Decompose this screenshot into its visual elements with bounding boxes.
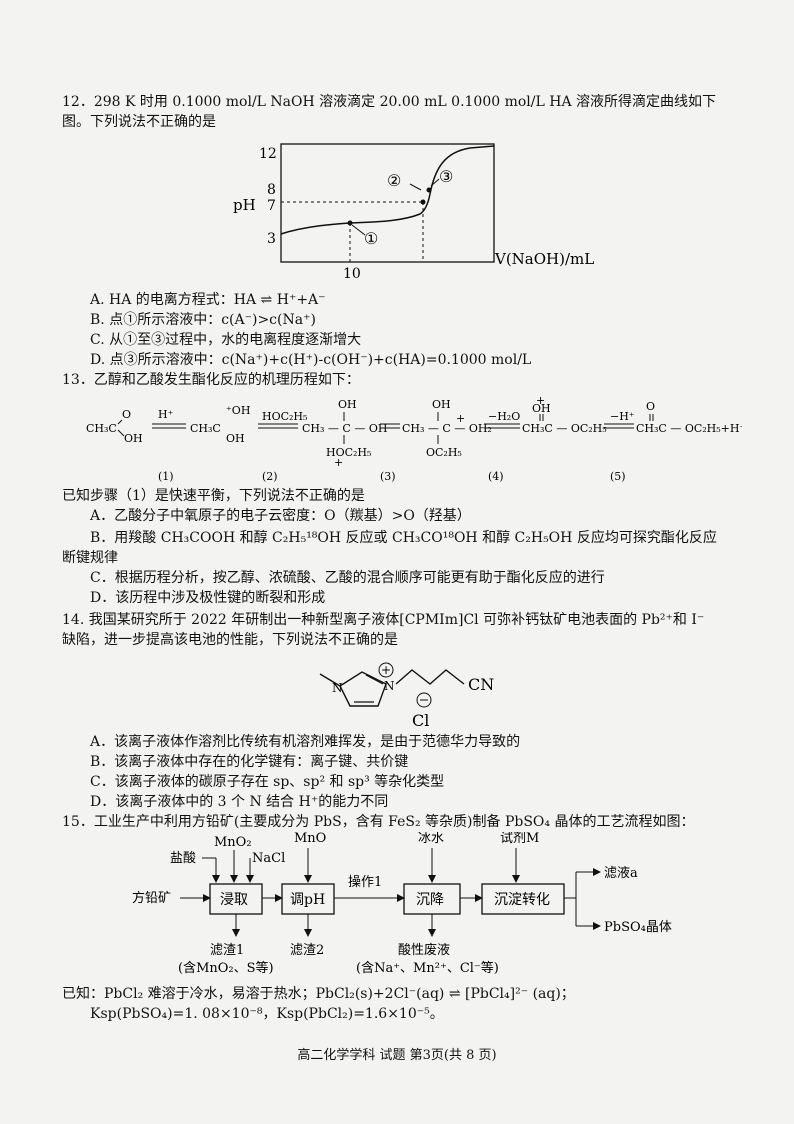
output-filtrate-a: 滤液a (604, 866, 638, 881)
y-tick-7: 7 (267, 198, 276, 214)
q15-known-line2: Ksp(PbSO₄)=1. 08×10⁻⁸，Ksp(PbCl₂)=1.6×10⁻… (90, 1006, 444, 1022)
svg-text:OH: OH (338, 398, 357, 411)
svg-text:HOC₂H₅: HOC₂H₅ (262, 410, 307, 423)
svg-text:O: O (646, 400, 655, 413)
nitrile-group: CN (468, 675, 494, 694)
y-tick-12: 12 (259, 146, 277, 162)
q12-option-c: C. 从①至③过程中，水的电离程度逐渐增大 (90, 332, 362, 348)
step-2: (2) (262, 470, 278, 483)
svg-text:⁺OH: ⁺OH (226, 404, 250, 417)
point-2-label: ② (387, 171, 401, 190)
chloride-ion: Cl (412, 711, 429, 730)
q13-option-a: A．乙酸分子中氧原子的电子云密度：O（羰基）>O（羟基） (90, 508, 471, 524)
input-mno: MnO (294, 832, 326, 846)
q14-option-b: B．该离子液体中存在的化学键有：离子键、共价键 (90, 754, 409, 770)
output-pbso4: PbSO₄晶体 (604, 920, 672, 935)
svg-text:OH: OH (124, 432, 143, 445)
titration-curve: 12 8 7 3 pH 10 V(NaOH)/mL ① ② ③ (233, 143, 594, 278)
svg-text:OH: OH (532, 402, 551, 415)
step-1: (1) (158, 470, 174, 483)
process-flowchart: 盐酸 MnO₂ NaCl MnO 冰水 试剂M 方铅矿 浸取 调pH 沉降 沉淀… (132, 832, 672, 976)
input-hcl: 盐酸 (170, 851, 196, 866)
svg-text:HOC₂H₅: HOC₂H₅ (326, 446, 371, 459)
svg-text:+: + (536, 394, 545, 407)
box-adjust-ph: 调pH (290, 892, 325, 908)
input-mno2: MnO₂ (214, 835, 252, 850)
svg-text:CH₃ — C — OH: CH₃ — C — OH (302, 422, 387, 435)
q12-option-a: A. HA 的电离方程式：HA ⇌ H⁺+A⁻ (90, 292, 326, 308)
y-tick-8: 8 (267, 182, 276, 198)
svg-text:+: + (456, 412, 465, 425)
x-axis-label: V(NaOH)/mL (494, 250, 594, 268)
q12-option-d: D. 点③所示溶液中：c(Na⁺)+c(H⁺)-c(OH⁻)+c(HA)=0.1… (90, 352, 532, 368)
page-footer: 高二化学学科 试题 第3页(共 8 页) (297, 1048, 497, 1063)
q13-option-b: B．用羧酸 CH₃COOH 和醇 C₂H₅¹⁸OH 反应或 CH₃CO¹⁸OH … (90, 530, 717, 546)
q14-stem-line1: 14. 我国某研究所于 2022 年研制出一种新型离子液体[CPMIm]Cl 可… (62, 612, 705, 628)
svg-text:H⁺: H⁺ (158, 408, 174, 421)
n3: N (384, 679, 395, 693)
q14-stem-line2: 缺陷，进一步提高该电池的性能，下列说法不正确的是 (62, 632, 398, 648)
step-5: (5) (610, 470, 626, 483)
n1: N (332, 681, 343, 695)
q13-given: 已知步骤（1）是快速平衡，下列说法不正确的是 (62, 488, 365, 504)
box-conversion: 沉淀转化 (494, 892, 550, 908)
q13-option-d: D．该历程中涉及极性键的断裂和形成 (90, 590, 326, 606)
svg-text:−H⁺: −H⁺ (610, 410, 635, 423)
svg-text:CH₃C: CH₃C (86, 422, 117, 435)
svg-text:+: + (334, 456, 343, 469)
svg-text:OH: OH (432, 398, 451, 411)
residue-1: 滤渣1 (210, 943, 244, 958)
q14-option-c: C．该离子液体的碳原子存在 sp、sp² 和 sp³ 等杂化类型 (90, 774, 445, 790)
acidic-waste: 酸性废液 (398, 942, 450, 958)
q13-option-b-cont: 断键规律 (62, 550, 118, 566)
svg-text:CH₃C — OC₂H₅: CH₃C — OC₂H₅ (522, 422, 607, 435)
input-nacl: NaCl (252, 851, 285, 866)
cpmim-structure: N N + CN Cl (319, 662, 494, 730)
source-galena: 方铅矿 (132, 890, 171, 906)
q15-known-line1: 已知：PbCl₂ 难溶于冷水，易溶于热水；PbCl₂(s)+2Cl⁻(aq) ⇌… (62, 986, 575, 1002)
svg-text:−H₂O: −H₂O (488, 410, 520, 423)
svg-text:+: + (381, 663, 391, 677)
q13-option-c: C．根据历程分析，按乙醇、浓硫酸、乙酸的混合顺序可能更有助于酯化反应的进行 (90, 570, 605, 586)
q12-option-b: B. 点①所示溶液中：c(A⁻)>c(Na⁺) (90, 312, 316, 328)
svg-text:CH₃C — OC₂H₅+H⁺: CH₃C — OC₂H₅+H⁺ (636, 422, 742, 435)
svg-text:OH: OH (226, 432, 245, 445)
x-tick-10: 10 (343, 266, 361, 278)
point-1-label: ① (364, 229, 378, 248)
operation-1: 操作1 (348, 874, 382, 890)
y-tick-3: 3 (267, 231, 276, 247)
residue-2: 滤渣2 (290, 943, 324, 958)
input-reagent-m: 试剂M (500, 832, 539, 846)
q15-stem: 15．工业生产中利用方铅矿(主要成分为 PbS，含有 FeS₂ 等杂质)制备 P… (62, 814, 695, 830)
q14-option-d: D．该离子液体中的 3 个 N 结合 H⁺的能力不同 (90, 794, 389, 810)
esterification-mechanism: CH₃C O OH H⁺ CH₃C ⁺OH OH HOC₂H₅ CH₃ — C … (86, 394, 742, 483)
svg-text:CH₃ — C — OH₂: CH₃ — C — OH₂ (402, 422, 492, 435)
q14-option-a: A．该离子液体作溶剂比传统有机溶剂难挥发，是由于范德华力导致的 (90, 734, 521, 750)
y-axis-label: pH (233, 196, 256, 214)
step-3: (3) (380, 470, 396, 483)
box-settle: 沉降 (416, 892, 444, 908)
input-ice-water: 冰水 (418, 832, 444, 846)
point-3-label: ③ (439, 167, 453, 186)
acidic-waste-note: (含Na⁺、Mn²⁺、Cl⁻等) (356, 960, 499, 976)
svg-text:O: O (122, 408, 131, 421)
svg-text:OC₂H₅: OC₂H₅ (426, 446, 462, 459)
q12-stem-line2: 图。下列说法不正确的是 (62, 114, 216, 130)
svg-text:CH₃C: CH₃C (190, 422, 221, 435)
step-4: (4) (488, 470, 504, 483)
box-leach: 浸取 (220, 892, 248, 908)
q12-stem-line1: 12．298 K 时用 0.1000 mol/L NaOH 溶液滴定 20.00… (62, 94, 717, 110)
q13-stem: 13．乙醇和乙酸发生酯化反应的机理历程如下： (62, 372, 360, 388)
residue-1-note: (含MnO₂、S等) (178, 960, 274, 976)
